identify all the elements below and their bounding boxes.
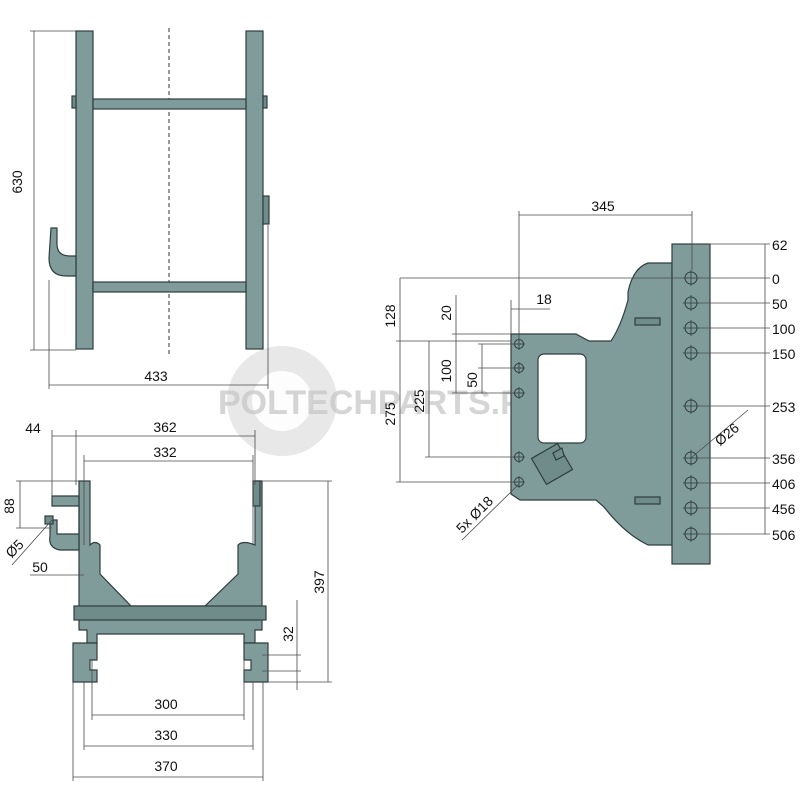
dim-50-side-label: 50 xyxy=(464,372,480,388)
dim-362-label: 362 xyxy=(153,419,177,435)
top-view: 630 433 xyxy=(9,28,270,389)
pin-5 xyxy=(44,515,54,525)
watermark-gear-icon xyxy=(227,346,337,456)
hole-pos-label: 100 xyxy=(772,321,796,337)
right-foot xyxy=(243,642,269,683)
crossbeam xyxy=(73,605,267,621)
dim-275-label: 275 xyxy=(382,402,398,426)
dim-225-label: 225 xyxy=(411,389,427,413)
dim-330-label: 330 xyxy=(154,727,178,743)
dim-370-label: 370 xyxy=(154,758,178,774)
left-rail-tab xyxy=(71,95,77,109)
bar-hole xyxy=(683,345,699,361)
hole-pos-label: 456 xyxy=(772,501,796,517)
hole-pos-label: 253 xyxy=(772,399,796,415)
bar-hole xyxy=(683,320,699,336)
right-rail-bracket xyxy=(262,195,270,225)
hole-pos-label: 150 xyxy=(772,346,796,362)
dim-5x18-leader xyxy=(461,483,520,541)
hook xyxy=(48,227,77,277)
dim-18-label: 18 xyxy=(536,291,552,307)
right-top-lug xyxy=(252,480,261,507)
front-view: 44 362 332 88 Ø5 50 397 32 300 330 xyxy=(1,419,332,781)
bolt-head xyxy=(530,442,574,486)
bar-hole xyxy=(683,295,699,311)
hole-pos-label: 506 xyxy=(772,527,796,543)
left-foot xyxy=(72,642,98,683)
dim-20-label: 20 xyxy=(438,305,454,321)
hole-pos-label: 0 xyxy=(772,271,780,287)
upper-crossbar xyxy=(92,98,247,110)
dim-32-label: 32 xyxy=(280,626,296,642)
bar-hole xyxy=(683,526,699,542)
dim-128-label: 128 xyxy=(382,304,398,328)
bar-hole xyxy=(683,500,699,516)
bar-hole xyxy=(683,398,699,414)
hole-pos-label: 406 xyxy=(772,476,796,492)
dim-433-label: 433 xyxy=(144,368,168,384)
dim-100-label: 100 xyxy=(438,359,454,383)
dim-397-label: 397 xyxy=(311,570,327,594)
slot-upper xyxy=(634,317,661,326)
hole-pos-label: 356 xyxy=(772,451,796,467)
dim-50-label: 50 xyxy=(32,559,48,575)
right-rail xyxy=(245,30,264,350)
left-rail xyxy=(75,30,94,350)
frame-body xyxy=(78,480,263,644)
hole-pos-label: 62 xyxy=(772,237,788,253)
dim-88-label: 88 xyxy=(1,498,17,514)
hole-position-dims: 62 0 50 100 150 253 356 406 456 506 xyxy=(400,237,796,543)
watermark: POLTECHPARTS.PL xyxy=(218,346,544,456)
dim-5-leader xyxy=(11,519,53,566)
slot-lower xyxy=(634,496,661,505)
lower-crossbar xyxy=(92,281,247,293)
dim-26-leader xyxy=(690,409,749,459)
dim-345-label: 345 xyxy=(591,198,615,214)
dim-332-label: 332 xyxy=(153,444,177,460)
dim-5-label: Ø5 xyxy=(2,536,27,561)
dim-26-label: Ø26 xyxy=(712,419,743,448)
side-view: 345 18 62 0 50 100 150 253 356 406 456 xyxy=(382,198,796,565)
plate-window xyxy=(537,353,587,444)
dim-300-label: 300 xyxy=(154,696,178,712)
bar-hole xyxy=(683,475,699,491)
right-rail-tab xyxy=(262,95,268,109)
dim-5x18-label: 5x Ø18 xyxy=(453,493,496,536)
dim-44-label: 44 xyxy=(25,420,41,436)
dim-630-label: 630 xyxy=(9,170,25,194)
side-hook xyxy=(49,495,80,551)
hole-pos-label: 50 xyxy=(772,296,788,312)
watermark-text: POLTECHPARTS.PL xyxy=(218,384,544,422)
